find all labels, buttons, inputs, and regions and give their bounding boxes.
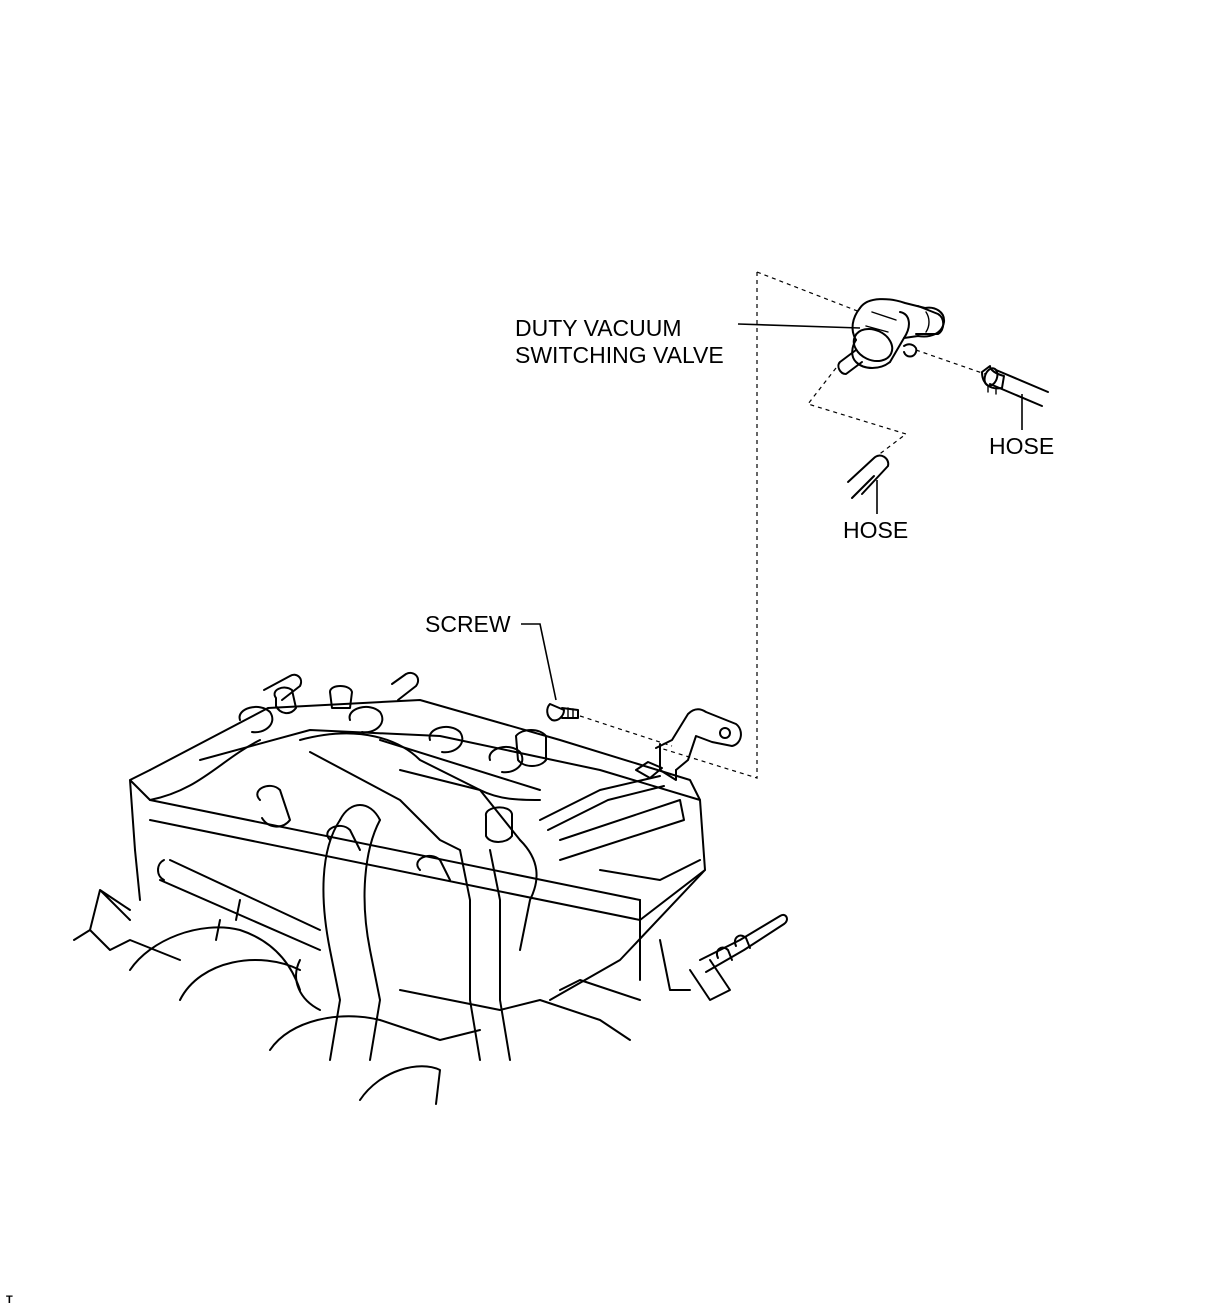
corner-mark: T <box>6 1294 13 1306</box>
label-hose-right: HOSE <box>989 433 1055 459</box>
label-hose-center: HOSE <box>843 517 909 543</box>
assembly-guide-lines <box>579 271 986 779</box>
label-duty-vacuum-switching-valve: DUTY VACUUM SWITCHING VALVE <box>515 315 724 368</box>
screw <box>546 703 579 722</box>
hose-center <box>847 454 890 499</box>
hose-right <box>981 365 1049 407</box>
engine-assembly <box>73 672 788 1105</box>
leader-lines <box>521 323 1023 701</box>
bracket <box>635 708 742 781</box>
label-screw: SCREW <box>425 611 511 637</box>
duty-vacuum-switching-valve <box>837 298 946 375</box>
